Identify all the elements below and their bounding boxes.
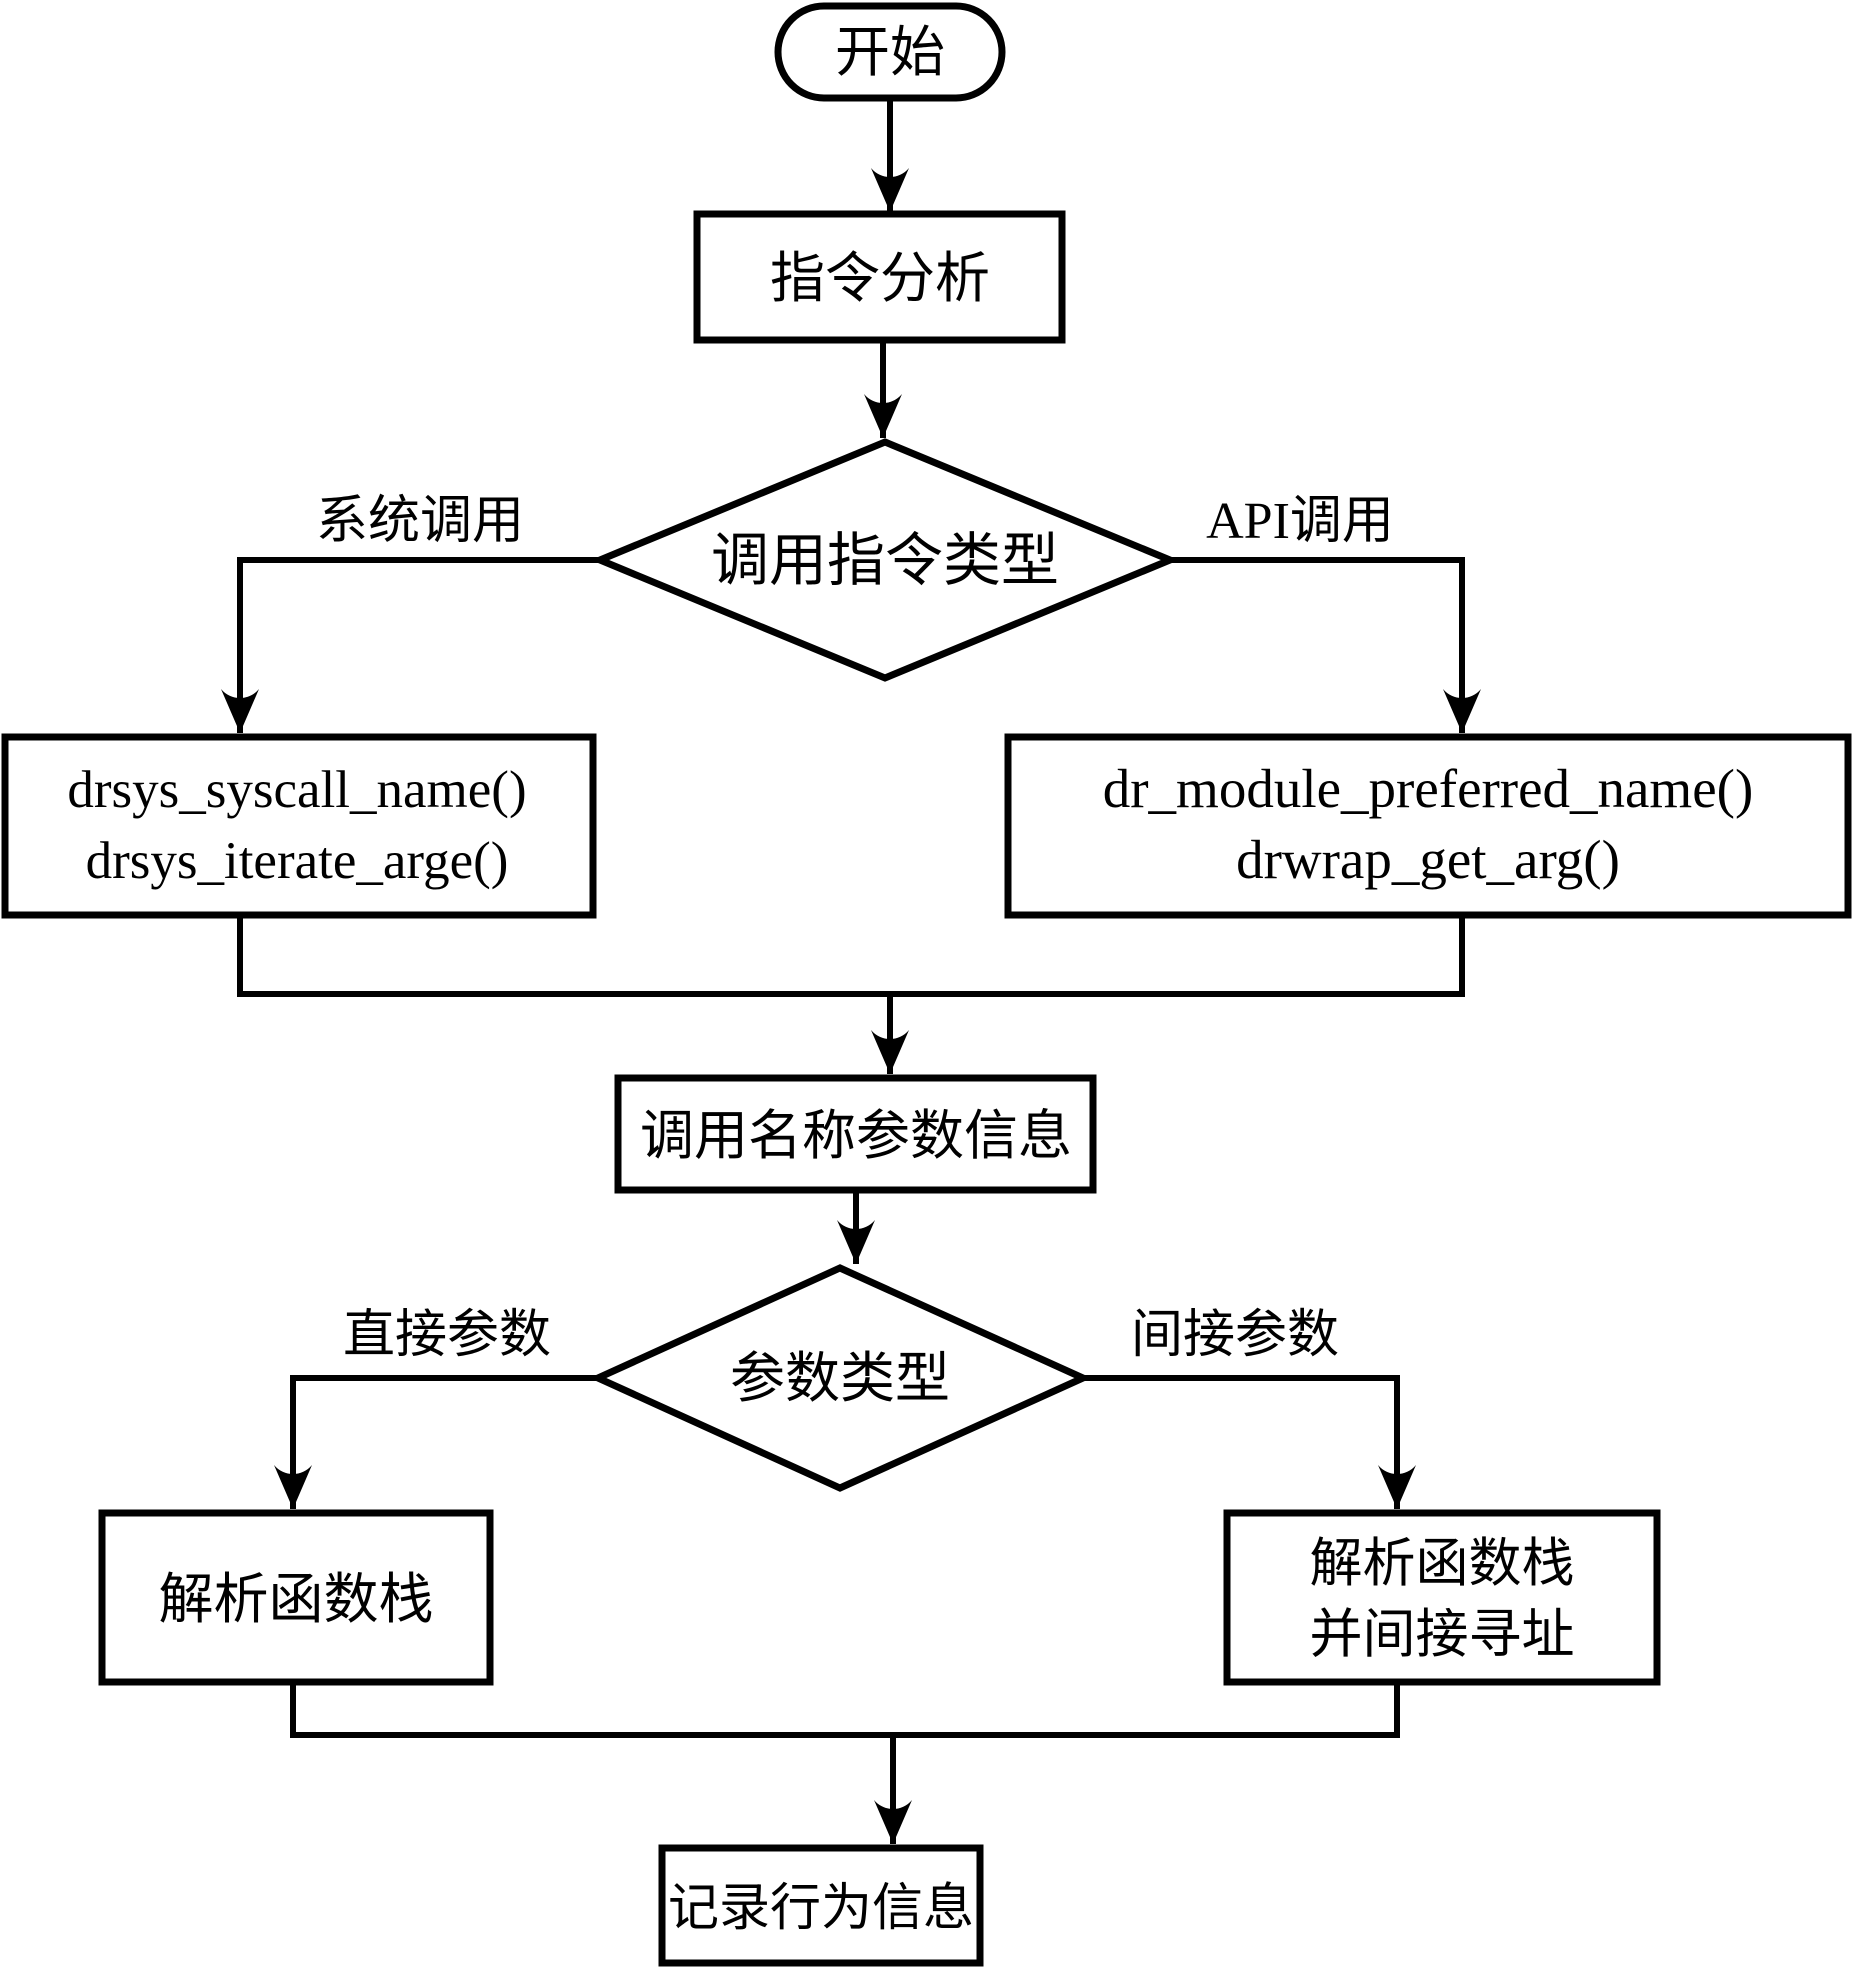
- api-functions-box: [1004, 733, 1852, 919]
- parse-stack-indirect-line-1: 解析函数栈: [1310, 1535, 1575, 1593]
- start-label: 开始: [835, 22, 945, 83]
- syscall-functions-box: [1, 733, 597, 919]
- start-terminator: [774, 2, 1006, 102]
- indirect-param-edge-label: 间接参数: [1131, 1307, 1339, 1364]
- api-call-edge-label: API调用: [1206, 493, 1394, 550]
- call-type-decision-diamond: [590, 438, 1180, 682]
- instruction-analysis-label: 指令分析: [770, 248, 990, 309]
- api-functions-line-2: drwrap_get_arg(): [1236, 829, 1620, 890]
- parse-stack-box: [98, 1509, 494, 1686]
- record-behavior-label: 记录行为信息: [668, 1880, 974, 1937]
- api-functions-line-1: dr_module_preferred_name(): [1103, 758, 1754, 819]
- system-call-edge-label: 系统调用: [316, 493, 524, 550]
- call-info-box: [614, 1074, 1097, 1194]
- param-type-decision-label: 参数类型: [730, 1348, 950, 1409]
- parse-stack-label: 解析函数栈: [158, 1569, 433, 1630]
- parse-stack-indirect-box: [1223, 1509, 1661, 1686]
- call-info-label: 调用名称参数信息: [640, 1106, 1072, 1166]
- parse-stack-indirect-line-2: 并间接寻址: [1310, 1606, 1575, 1664]
- param-type-decision-diamond: [589, 1264, 1092, 1492]
- instruction-analysis-box: [693, 210, 1066, 344]
- direct-param-edge-label: 直接参数: [343, 1307, 551, 1364]
- call-type-decision-label: 调用指令类型: [711, 528, 1059, 593]
- record-behavior-box: [658, 1844, 984, 1967]
- syscall-functions-line-1: drsys_syscall_name(): [67, 761, 526, 819]
- syscall-functions-line-2: drsys_iterate_arge(): [86, 832, 509, 890]
